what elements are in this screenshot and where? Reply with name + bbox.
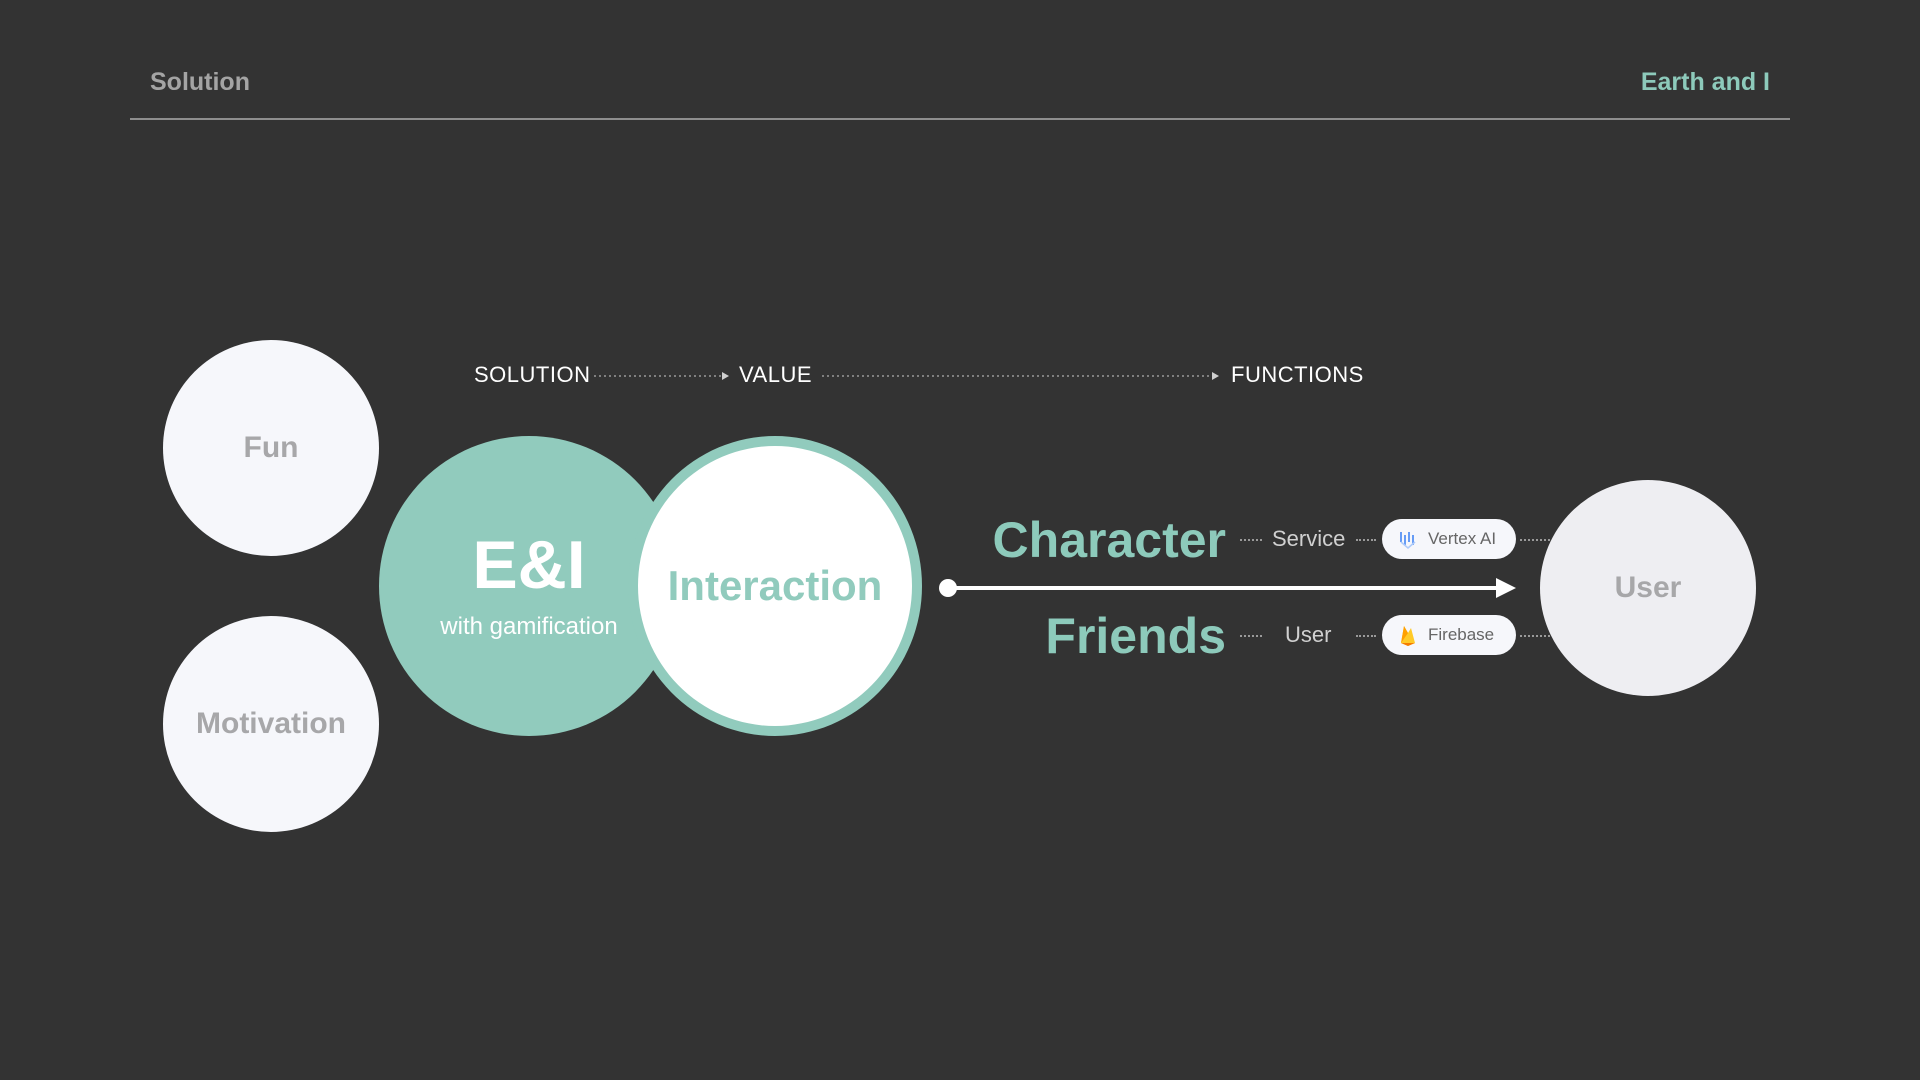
ei-title: E&I: [472, 527, 586, 603]
connector-dots: [1520, 539, 1550, 541]
connector-dots: [1356, 539, 1376, 541]
vertex-ai-label: Vertex AI: [1428, 529, 1497, 548]
connector-dots: [1356, 635, 1376, 637]
function-friends-role: User: [1285, 622, 1332, 647]
circle-user: User: [1540, 480, 1756, 696]
connector-dots: [1240, 539, 1262, 541]
function-friends: Friends: [1045, 608, 1226, 664]
circle-motivation-label: Motivation: [196, 707, 346, 740]
circle-user-label: User: [1614, 571, 1682, 604]
header-divider: [130, 118, 1790, 120]
vertex-ai-badge: Vertex AI: [1382, 519, 1516, 559]
step-functions: FUNCTIONS: [1231, 362, 1364, 387]
main-arrow: [939, 578, 1516, 598]
ei-subtitle: with gamification: [440, 613, 618, 640]
circle-interaction-label: Interaction: [667, 562, 883, 609]
page-section-title: Solution: [150, 68, 250, 96]
firebase-icon: [1401, 626, 1415, 646]
vertex-ai-icon: [1400, 532, 1416, 550]
circle-interaction: Interaction: [628, 436, 922, 736]
step-arrow-1: [594, 372, 729, 380]
circle-fun: Fun: [163, 340, 379, 556]
step-solution: SOLUTION: [474, 362, 591, 387]
function-character: Character: [992, 512, 1226, 568]
circle-fun-label: Fun: [243, 431, 299, 464]
function-character-role: Service: [1272, 526, 1346, 551]
connector-dots: [1240, 635, 1262, 637]
circle-motivation: Motivation: [163, 616, 379, 832]
brand-name: Earth and I: [1640, 68, 1770, 96]
connector-dots: [1520, 635, 1550, 637]
step-arrow-2: [822, 372, 1219, 380]
step-value: VALUE: [739, 362, 813, 387]
firebase-label: Firebase: [1428, 625, 1495, 644]
firebase-badge: Firebase: [1382, 615, 1516, 655]
